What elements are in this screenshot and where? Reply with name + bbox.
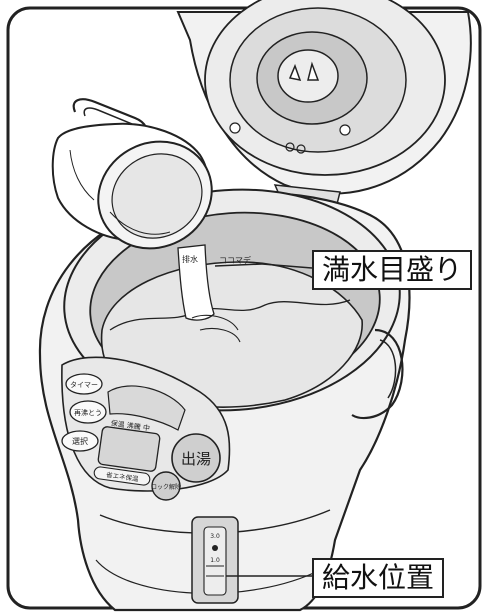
lock-release-button-label: ロック解除 [151, 483, 181, 491]
full-water-mark-line [214, 263, 263, 267]
keep-warm-button[interactable] [69, 400, 107, 424]
gauge-scale-top: 3.0 [210, 533, 220, 540]
lid [176, 0, 472, 213]
select-button-label: 選択 [72, 436, 88, 446]
timer-button[interactable] [65, 373, 103, 395]
keep-warm-button-label: 再沸とう [74, 408, 102, 417]
full-water-leader-line [261, 263, 313, 269]
water-pitcher [51, 98, 213, 250]
dispense-button[interactable] [171, 433, 221, 483]
dispense-button-label: 出湯 [181, 450, 211, 468]
pot-body [38, 188, 411, 612]
drain-label: 排水 [182, 254, 198, 264]
control-panel [61, 373, 221, 501]
timer-button-label: タイマー [70, 380, 98, 389]
fill-line-label: ココマデ [219, 255, 251, 265]
full-water-mark-callout: 満水目盛り [312, 250, 473, 290]
water-gauge [191, 516, 239, 604]
gauge-scale-mid: 1.0 [210, 557, 220, 564]
energy-saving-indicator [93, 466, 151, 486]
lock-release-button[interactable] [151, 471, 181, 501]
select-button[interactable] [61, 430, 99, 452]
water-gauge-position-callout: 給水位置 [312, 558, 445, 598]
lcd-display [97, 426, 161, 472]
